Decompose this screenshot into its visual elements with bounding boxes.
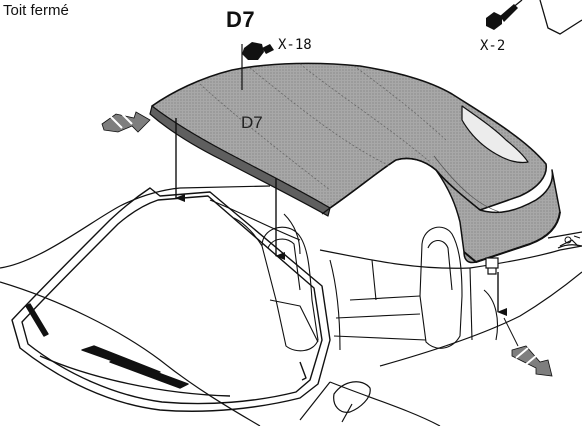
side-marks [564, 235, 581, 244]
bolt-icon [486, 4, 518, 30]
fastener-right-label: X-2 [480, 38, 506, 54]
wrench-icon [101, 111, 151, 133]
clip-icon [485, 257, 499, 275]
diagram-caption: Toit fermé [3, 2, 69, 19]
roof-label: D7 [241, 113, 263, 132]
part-label: D7 [226, 7, 256, 32]
corner-part-outline [499, 0, 582, 35]
soft-top-roof [149, 62, 561, 264]
car-body [0, 185, 582, 426]
windshield [11, 187, 331, 412]
wrench-icon [503, 317, 553, 377]
mount-arrows [175, 44, 507, 316]
fastener-left-label: X-18 [278, 37, 312, 53]
interior-seats [233, 213, 499, 352]
bolt-icon [242, 42, 274, 60]
